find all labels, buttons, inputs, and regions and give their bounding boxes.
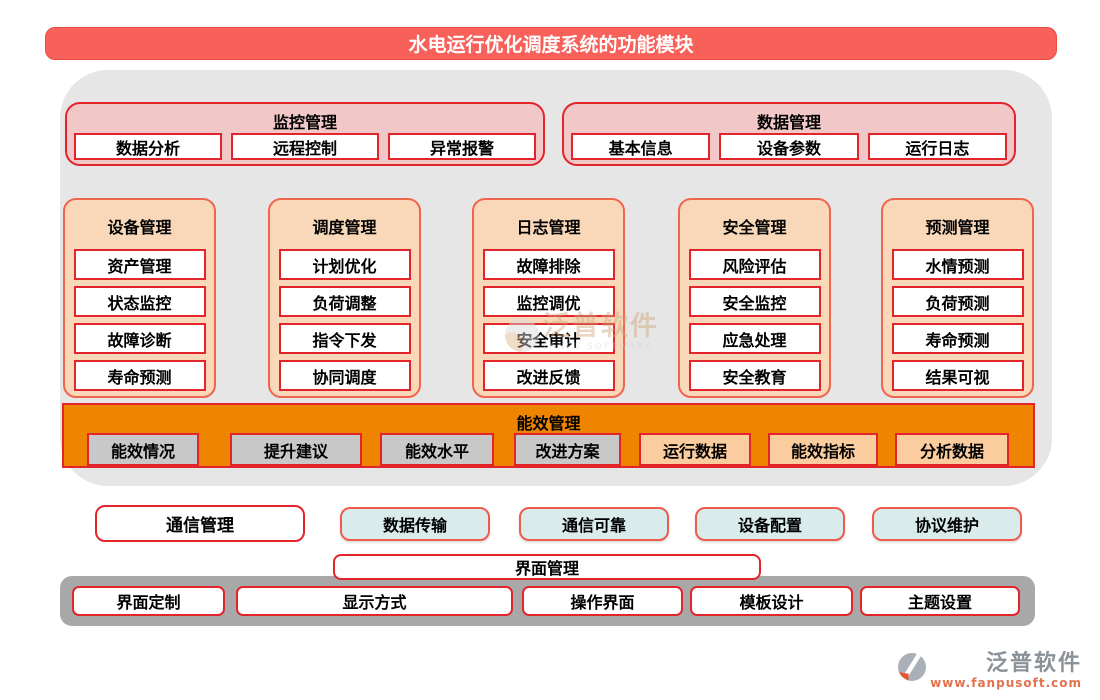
group-box-monitor: 监控管理 数据分析 远程控制 异常报警 [65,102,545,166]
energy-item: 能效水平 [380,433,494,466]
column-item: 计划优化 [278,249,411,280]
column-item: 改进反馈 [482,360,615,391]
group-items: 基本信息 设备参数 运行日志 [571,133,1007,160]
column-item: 负荷调整 [278,286,411,317]
interface-bar: 界面定制 显示方式 操作界面 模板设计 主题设置 [60,576,1035,626]
comm-item: 数据传输 [340,507,490,541]
group-item: 基本信息 [571,133,711,160]
comm-item: 设备配置 [695,507,845,541]
column-items: 资产管理 状态监控 故障诊断 寿命预测 [65,249,214,391]
comm-primary-box: 通信管理 [95,505,305,542]
group-item: 数据分析 [74,133,222,160]
energy-bar-title: 能效管理 [516,414,581,433]
group-title: 数据管理 [756,113,821,132]
brand-logo-icon [897,647,927,686]
column-item: 安全审计 [482,323,615,354]
brand-logo-url: www.fanpusoft.com [930,676,1082,690]
column-item: 应急处理 [688,323,821,354]
column-item: 结果可视 [891,360,1024,391]
energy-bar: 能效管理 能效情况 提升建议 能效水平 改进方案 运行数据 能效指标 分析数据 [62,403,1035,468]
column-item: 安全监控 [688,286,821,317]
column-title: 预测管理 [925,218,990,237]
column-item: 寿命预测 [891,323,1024,354]
column-box-safety: 安全管理 风险评估 安全监控 应急处理 安全教育 [678,198,831,398]
column-item: 状态监控 [73,286,206,317]
interface-item: 主题设置 [860,586,1020,616]
column-title: 日志管理 [516,218,581,237]
column-item: 资产管理 [73,249,206,280]
column-title: 调度管理 [312,218,377,237]
brand-logo-text: 泛普软件 [985,651,1082,676]
interface-item: 界面定制 [72,586,225,616]
group-box-data: 数据管理 基本信息 设备参数 运行日志 [562,102,1016,166]
interface-title-box: 界面管理 [333,554,761,580]
energy-item: 运行数据 [639,433,751,466]
column-item: 寿命预测 [73,360,206,391]
page-title: 水电运行优化调度系统的功能模块 [45,27,1057,60]
column-title: 安全管理 [722,218,787,237]
column-items: 风险评估 安全监控 应急处理 安全教育 [680,249,829,391]
column-item: 故障诊断 [73,323,206,354]
comm-item: 通信可靠 [519,507,669,541]
group-item: 运行日志 [867,133,1007,160]
column-item: 安全教育 [688,360,821,391]
energy-item: 提升建议 [230,433,362,466]
energy-item: 能效情况 [87,433,199,466]
column-box-forecast: 预测管理 水情预测 负荷预测 寿命预测 结果可视 [881,198,1034,398]
interface-item: 操作界面 [522,586,683,616]
brand-logo: 泛普软件 www.fanpusoft.com [897,647,1082,690]
column-items: 计划优化 负荷调整 指令下发 协同调度 [270,249,419,391]
energy-item: 改进方案 [514,433,621,466]
column-item: 负荷预测 [891,286,1024,317]
energy-item: 分析数据 [895,433,1009,466]
group-items: 数据分析 远程控制 异常报警 [74,133,536,160]
group-item: 远程控制 [231,133,379,160]
column-item: 协同调度 [278,360,411,391]
interface-item: 显示方式 [236,586,513,616]
group-item: 设备参数 [719,133,859,160]
column-item: 故障排除 [482,249,615,280]
column-item: 水情预测 [891,249,1024,280]
column-title: 设备管理 [107,218,172,237]
group-title: 监控管理 [272,113,337,132]
column-item: 指令下发 [278,323,411,354]
column-box-dispatch: 调度管理 计划优化 负荷调整 指令下发 协同调度 [268,198,421,398]
comm-item: 协议维护 [872,507,1022,541]
column-items: 故障排除 监控调优 安全审计 改进反馈 [474,249,623,391]
column-item: 风险评估 [688,249,821,280]
energy-item: 能效指标 [768,433,878,466]
column-items: 水情预测 负荷预测 寿命预测 结果可视 [883,249,1032,391]
group-item: 异常报警 [388,133,536,160]
column-box-device: 设备管理 资产管理 状态监控 故障诊断 寿命预测 [63,198,216,398]
column-item: 监控调优 [482,286,615,317]
column-box-log: 日志管理 故障排除 监控调优 安全审计 改进反馈 [472,198,625,398]
interface-item: 模板设计 [690,586,853,616]
